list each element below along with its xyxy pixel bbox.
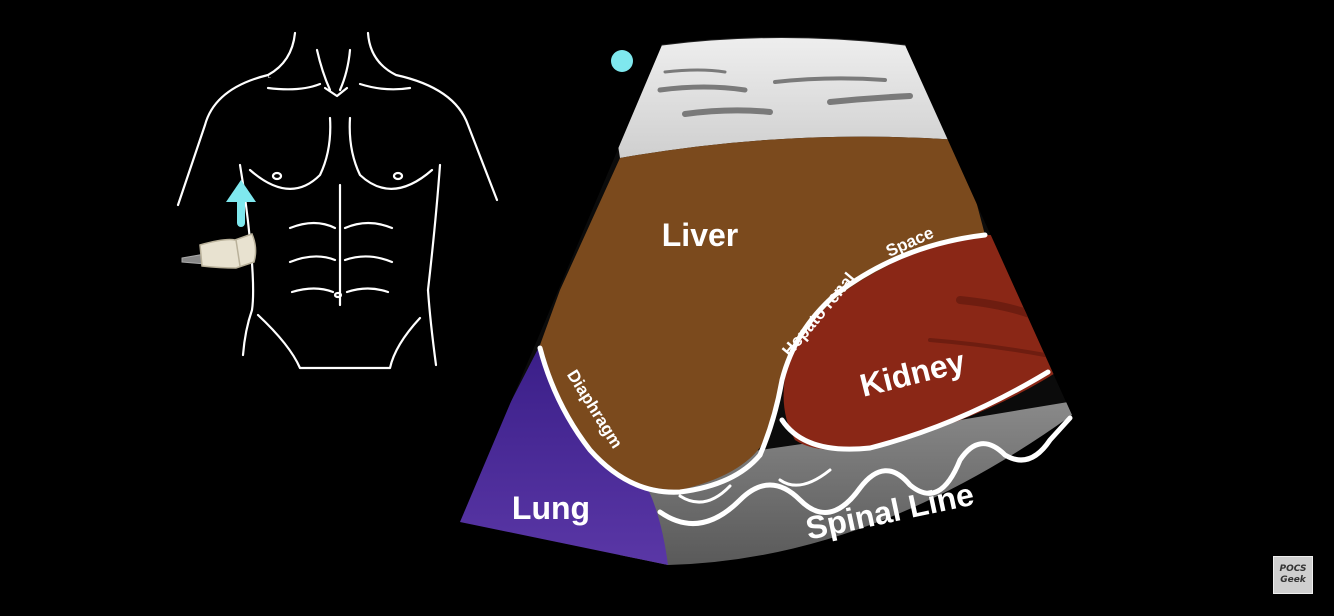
tissue-streaks <box>657 68 913 117</box>
lung-region <box>460 345 668 565</box>
organ-outlines <box>537 37 1073 527</box>
logo-line1: POC <box>1279 564 1301 574</box>
probe-marker-dot-icon <box>611 50 633 72</box>
poc-geek-logo: POCS Geek <box>1273 556 1313 594</box>
label-lung: Lung <box>512 490 590 526</box>
direction-arrow-icon <box>226 180 256 227</box>
ultrasound-probe-icon <box>181 233 257 269</box>
label-liver: Liver <box>662 217 738 253</box>
logo-line2: S <box>1300 564 1307 574</box>
subcutaneous-layer <box>600 37 960 158</box>
torso-small-mark: L <box>268 74 271 80</box>
logo-line3: Geek <box>1280 575 1306 585</box>
torso-outline-icon <box>176 31 499 370</box>
liver-region <box>540 136 985 491</box>
